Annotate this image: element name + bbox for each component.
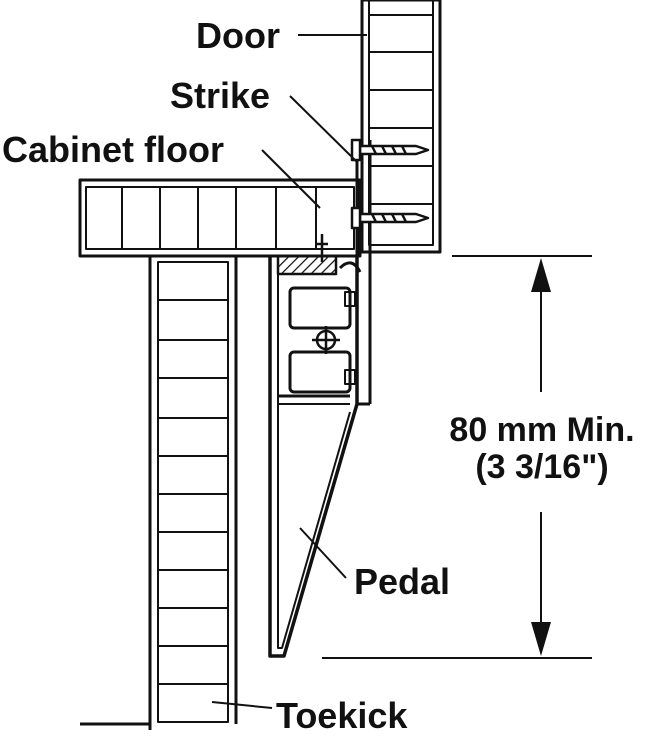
pedal-housing [268, 256, 362, 658]
toekick [80, 256, 238, 730]
arrow-up-icon [531, 258, 551, 292]
label-cabinet-floor: Cabinet floor [2, 129, 224, 170]
label-pedal: Pedal [354, 561, 451, 602]
dimension-lines [322, 255, 592, 659]
label-door: Door [196, 15, 280, 56]
arrow-down-icon [531, 622, 551, 656]
dimension-metric: 80 mm Min. [449, 411, 635, 449]
dimension-imperial: (3 3/16") [475, 447, 609, 486]
leader-lines [211, 34, 367, 709]
label-strike: Strike [170, 75, 271, 116]
screw-icon [350, 138, 430, 162]
pivot-screw-icon [312, 326, 340, 354]
screw-icon [350, 206, 430, 230]
label-toekick: Toekick [276, 695, 408, 736]
mounting-block [276, 254, 338, 276]
dimension-label: 80 mm Min. (3 3/16") [426, 412, 658, 485]
screw-icon [316, 234, 328, 262]
